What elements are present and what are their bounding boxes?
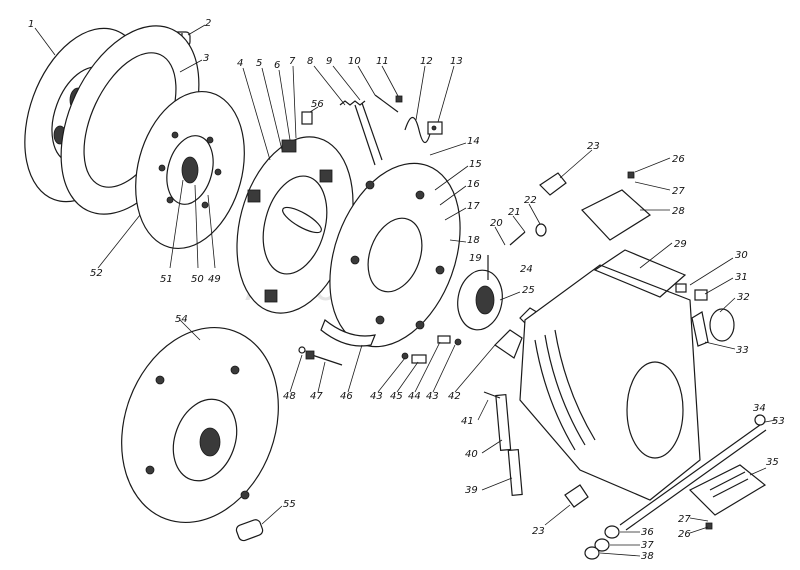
label-54: 54 — [175, 314, 188, 325]
label-1: 1 — [28, 19, 34, 30]
part-35-plate — [688, 464, 767, 516]
label-39: 39 — [465, 485, 478, 496]
part-23-fitting — [539, 172, 567, 196]
part-40-bracket — [483, 391, 523, 496]
label-23b: 23 — [532, 526, 545, 537]
label-5: 5 — [256, 58, 262, 69]
label-26b: 26 — [678, 529, 691, 540]
label-14: 14 — [467, 136, 480, 147]
label-55: 55 — [283, 499, 296, 510]
part-46-segment — [320, 319, 376, 347]
label-43: 43 — [370, 391, 383, 402]
label-56: 56 — [311, 99, 324, 110]
label-24: 24 — [520, 264, 533, 275]
label-2: 2 — [205, 18, 211, 29]
part-15-cover — [329, 162, 461, 348]
part-23b-fitting — [564, 484, 589, 508]
label-40: 40 — [465, 449, 478, 460]
label-4: 4 — [237, 58, 243, 69]
label-12: 12 — [420, 56, 433, 67]
label-27: 27 — [672, 186, 685, 197]
label-25: 25 — [522, 285, 535, 296]
label-16: 16 — [467, 179, 480, 190]
label-47: 47 — [310, 391, 323, 402]
label-28: 28 — [672, 206, 685, 217]
part-34-clip — [754, 414, 766, 426]
label-13: 13 — [450, 56, 463, 67]
part-4-pressure-plate — [236, 136, 354, 314]
label-3: 3 — [203, 53, 209, 64]
label-43b: 43 — [426, 391, 439, 402]
label-48: 48 — [283, 391, 296, 402]
label-46: 46 — [340, 391, 353, 402]
part-55-bushing — [235, 519, 264, 542]
part-30-bolt — [675, 283, 708, 301]
label-19: 19 — [469, 253, 482, 264]
part-9-lever — [339, 94, 403, 166]
label-33: 33 — [736, 345, 749, 356]
part-47-bolt — [298, 346, 343, 366]
label-10: 10 — [348, 56, 361, 67]
part-36-washers — [584, 525, 620, 560]
label-34: 34 — [753, 403, 766, 414]
label-51: 51 — [160, 274, 173, 285]
part-33-strap — [691, 311, 709, 347]
part-52-driven-disc — [135, 90, 245, 250]
label-41: 41 — [461, 416, 474, 427]
label-53: 53 — [772, 416, 785, 427]
label-38: 38 — [641, 551, 654, 562]
label-36: 36 — [641, 527, 654, 538]
label-15: 15 — [469, 159, 482, 170]
part-22-washer — [535, 223, 547, 237]
label-18: 18 — [467, 235, 480, 246]
callout-labels: 1 2 3 4 5 6 7 8 9 10 11 12 13 14 15 16 1 — [28, 18, 785, 562]
part-12-spring-bracket — [404, 116, 443, 144]
part-56-bolt — [301, 111, 313, 125]
part-53-shaft — [619, 424, 767, 531]
label-52: 52 — [90, 268, 103, 279]
label-26: 26 — [672, 154, 685, 165]
part-54-clutch-assembly — [121, 326, 279, 524]
label-17: 17 — [467, 201, 480, 212]
label-6: 6 — [274, 60, 280, 71]
label-20: 20 — [490, 218, 503, 229]
label-8: 8 — [307, 56, 313, 67]
label-21: 21 — [508, 207, 521, 218]
label-9: 9 — [326, 56, 332, 67]
label-23: 23 — [587, 141, 600, 152]
label-42: 42 — [448, 391, 461, 402]
label-11: 11 — [376, 56, 389, 67]
part-28-cover-plate — [581, 189, 651, 241]
label-45: 45 — [390, 391, 403, 402]
label-44: 44 — [408, 391, 421, 402]
label-50: 50 — [191, 274, 204, 285]
part-26-screw — [627, 171, 713, 530]
label-30: 30 — [735, 250, 748, 261]
part-45-bolt — [401, 335, 462, 364]
label-31: 31 — [735, 272, 748, 283]
part-32-gasket — [709, 308, 735, 342]
part-29-bellhousing — [519, 249, 701, 501]
label-7: 7 — [289, 56, 296, 67]
label-37: 37 — [641, 540, 654, 551]
part-19-release-bearing — [457, 231, 526, 331]
label-49: 49 — [208, 274, 221, 285]
label-22: 22 — [524, 195, 537, 206]
label-29: 29 — [674, 239, 687, 250]
label-35: 35 — [766, 457, 779, 468]
label-32: 32 — [737, 292, 750, 303]
label-27b: 27 — [678, 514, 691, 525]
